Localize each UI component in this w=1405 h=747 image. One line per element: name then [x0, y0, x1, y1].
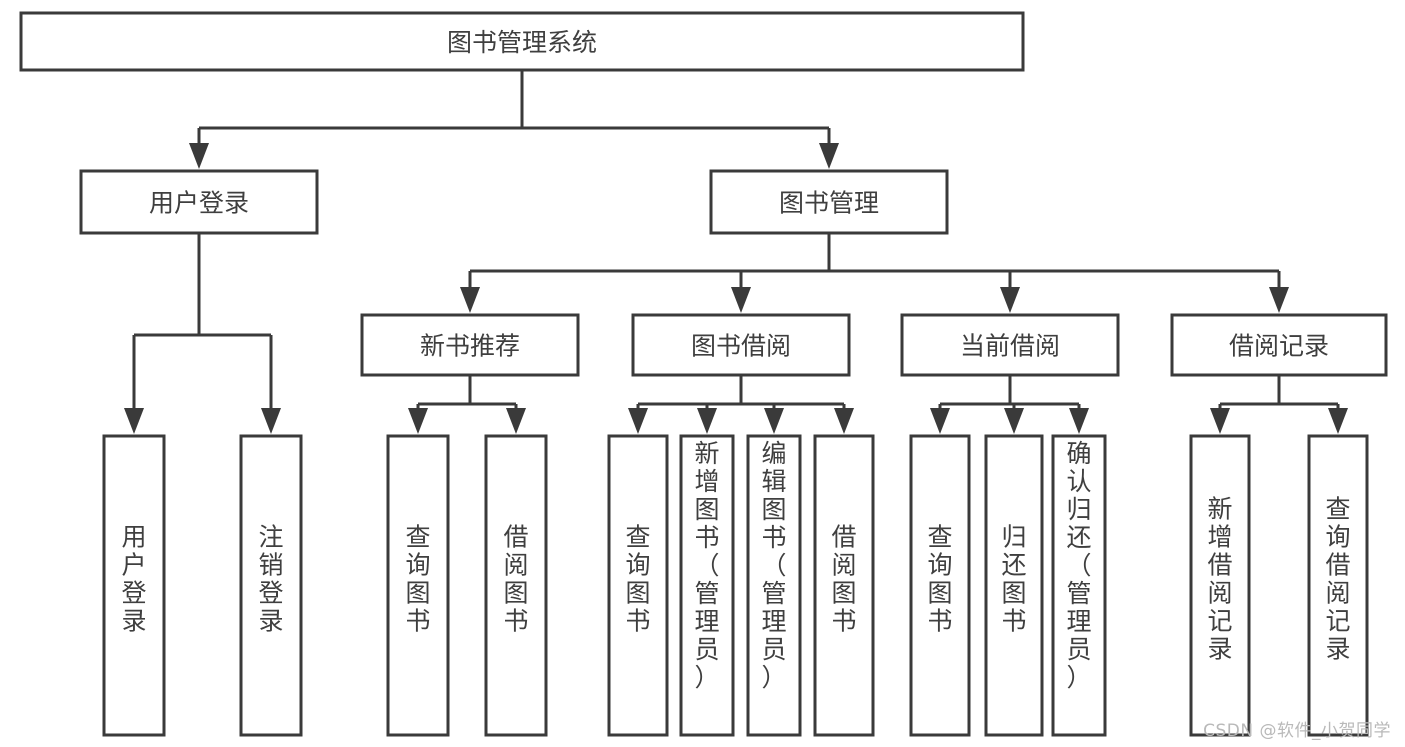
arrow-head-icon: [408, 408, 428, 434]
connector-layer: [124, 70, 1348, 434]
node-box-leaf-add-borrow-record[interactable]: [1189, 434, 1251, 737]
arrow-head-icon: [1000, 287, 1020, 313]
node-box-book-manage[interactable]: [709, 169, 949, 235]
node-box-leaf-query-book-current[interactable]: [909, 434, 971, 737]
node-box-leaf-return-book[interactable]: [984, 434, 1044, 737]
node-label-current-borrow: 当前借阅: [960, 332, 1060, 361]
node-label-leaf-query-book-borrow: 查询图书: [625, 523, 650, 636]
arrow-head-icon: [1269, 287, 1289, 313]
node-label-leaf-add-book-admin: 新增图书（管理员）: [694, 439, 719, 692]
node-box-new-book-rec[interactable]: [360, 313, 580, 377]
node-leaf-logout[interactable]: 注销登录: [239, 434, 303, 737]
arrow-head-icon: [697, 408, 717, 434]
arrow-head-icon: [1210, 408, 1230, 434]
arrow-head-icon: [819, 143, 839, 169]
arrow-head-icon: [189, 143, 209, 169]
node-label-user-login: 用户登录: [149, 189, 249, 218]
node-leaf-add-book-admin[interactable]: 新增图书（管理员）: [679, 434, 735, 737]
node-leaf-confirm-return-admin[interactable]: 确认归还（管理员）: [1051, 434, 1107, 737]
node-box-borrow-record[interactable]: [1170, 313, 1388, 377]
arrow-head-icon: [628, 408, 648, 434]
node-box-leaf-confirm-return-admin[interactable]: [1051, 434, 1107, 737]
node-leaf-return-book[interactable]: 归还图书: [984, 434, 1044, 737]
node-leaf-query-book-rec[interactable]: 查询图书: [386, 434, 450, 737]
node-label-leaf-query-book-rec: 查询图书: [405, 523, 430, 636]
node-label-leaf-add-borrow-record: 新增借阅记录: [1207, 495, 1232, 664]
node-box-book-borrow[interactable]: [631, 313, 851, 377]
arrow-head-icon: [1069, 408, 1089, 434]
node-box-leaf-user-login[interactable]: [102, 434, 166, 737]
node-leaf-borrow-book-rec[interactable]: 借阅图书: [484, 434, 548, 737]
node-label-leaf-borrow-book-rec: 借阅图书: [503, 523, 528, 636]
node-label-leaf-query-book-current: 查询图书: [927, 523, 952, 636]
node-layer: 图书管理系统用户登录图书管理新书推荐图书借阅当前借阅借阅记录用户登录注销登录查询…: [19, 11, 1388, 737]
node-user-login[interactable]: 用户登录: [79, 169, 319, 235]
node-root[interactable]: 图书管理系统: [19, 11, 1025, 72]
node-label-leaf-user-login: 用户登录: [121, 523, 146, 636]
node-box-leaf-logout[interactable]: [239, 434, 303, 737]
node-box-leaf-query-borrow-record[interactable]: [1307, 434, 1369, 737]
watermark-label: CSDN @软件_小贺同学: [1203, 721, 1391, 741]
node-label-leaf-query-borrow-record: 查询借阅记录: [1325, 495, 1350, 664]
node-book-borrow[interactable]: 图书借阅: [631, 313, 851, 377]
node-box-leaf-borrow-book[interactable]: [813, 434, 875, 737]
arrow-head-icon: [731, 287, 751, 313]
node-leaf-query-book-borrow[interactable]: 查询图书: [607, 434, 669, 737]
node-label-leaf-logout: 注销登录: [258, 523, 283, 636]
node-new-book-rec[interactable]: 新书推荐: [360, 313, 580, 377]
node-label-book-borrow: 图书借阅: [691, 332, 791, 361]
node-label-new-book-rec: 新书推荐: [420, 332, 520, 361]
node-leaf-user-login[interactable]: 用户登录: [102, 434, 166, 737]
arrow-head-icon: [460, 287, 480, 313]
arrow-head-icon: [261, 408, 281, 434]
node-label-leaf-borrow-book: 借阅图书: [831, 523, 856, 636]
node-box-leaf-add-book-admin[interactable]: [679, 434, 735, 737]
arrow-head-icon: [834, 408, 854, 434]
node-book-manage[interactable]: 图书管理: [709, 169, 949, 235]
node-box-leaf-query-book-rec[interactable]: [386, 434, 450, 737]
node-leaf-query-borrow-record[interactable]: 查询借阅记录: [1307, 434, 1369, 737]
node-leaf-add-borrow-record[interactable]: 新增借阅记录: [1189, 434, 1251, 737]
arrow-head-icon: [1004, 408, 1024, 434]
arrow-head-icon: [764, 408, 784, 434]
node-label-leaf-edit-book-admin: 编辑图书（管理员）: [761, 439, 786, 692]
node-box-current-borrow[interactable]: [900, 313, 1120, 377]
node-leaf-borrow-book[interactable]: 借阅图书: [813, 434, 875, 737]
node-label-borrow-record: 借阅记录: [1229, 332, 1329, 361]
arrow-head-icon: [1328, 408, 1348, 434]
node-label-leaf-confirm-return-admin: 确认归还（管理员）: [1066, 439, 1091, 692]
node-label-leaf-return-book: 归还图书: [1001, 523, 1026, 636]
node-box-root[interactable]: [19, 11, 1025, 72]
node-box-user-login[interactable]: [79, 169, 319, 235]
node-leaf-query-book-current[interactable]: 查询图书: [909, 434, 971, 737]
arrow-head-icon: [506, 408, 526, 434]
node-current-borrow[interactable]: 当前借阅: [900, 313, 1120, 377]
node-box-leaf-query-book-borrow[interactable]: [607, 434, 669, 737]
node-box-leaf-borrow-book-rec[interactable]: [484, 434, 548, 737]
node-box-leaf-edit-book-admin[interactable]: [746, 434, 802, 737]
node-leaf-edit-book-admin[interactable]: 编辑图书（管理员）: [746, 434, 802, 737]
arrow-head-icon: [930, 408, 950, 434]
node-borrow-record[interactable]: 借阅记录: [1170, 313, 1388, 377]
arrow-head-icon: [124, 408, 144, 434]
node-label-book-manage: 图书管理: [779, 189, 879, 218]
node-label-root: 图书管理系统: [447, 28, 597, 57]
